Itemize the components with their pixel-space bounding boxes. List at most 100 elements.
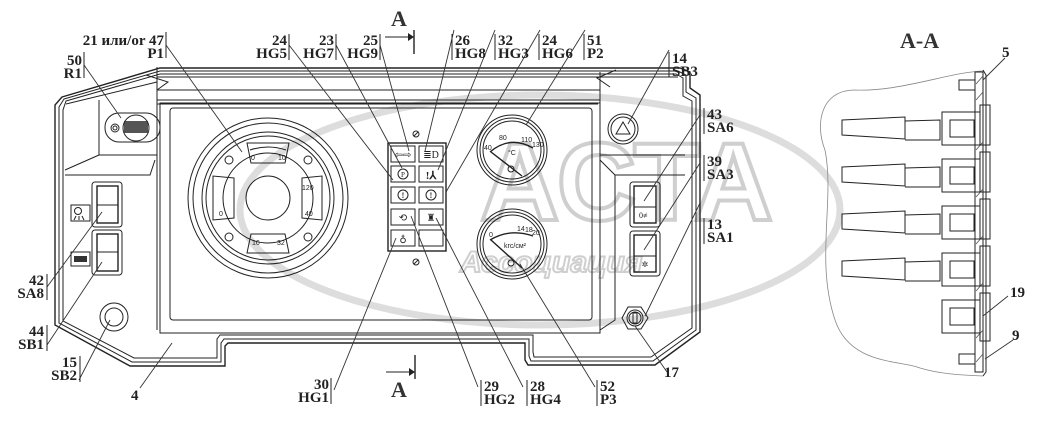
callout-code: HG9 bbox=[347, 46, 378, 62]
callout-code: SB1 bbox=[18, 337, 44, 353]
warning-icon: !⅄ bbox=[426, 170, 438, 182]
callout-code: P2 bbox=[587, 46, 604, 62]
temp-tick-80: 80 bbox=[499, 135, 507, 142]
callout-code: HG8 bbox=[455, 46, 486, 62]
temperature-gauge-p2: 40 80 110 130 °C bbox=[476, 114, 548, 186]
callout-hg5: 24 HG5 bbox=[256, 33, 290, 62]
callout-number: 43 bbox=[707, 107, 722, 123]
callout-number: 29 bbox=[484, 379, 499, 395]
callout-number: 17 bbox=[664, 365, 680, 381]
brake-warning-icon: ! bbox=[402, 191, 405, 200]
callout-hg4: 28 HG4 bbox=[526, 379, 561, 408]
combo-left-min: 0 bbox=[219, 211, 223, 218]
callout-number: 50 bbox=[67, 53, 82, 69]
pressure-unit: kгс/см² bbox=[504, 243, 527, 250]
callout-sa6: 43 SA6 bbox=[703, 107, 734, 136]
callout-code: SA6 bbox=[707, 120, 734, 136]
switch-sa8[interactable] bbox=[91, 181, 123, 228]
callout-number: 44 bbox=[29, 324, 45, 340]
callout-number: 4 bbox=[131, 388, 139, 404]
connector-row bbox=[841, 111, 981, 146]
pressure-gauge-p3: 0 14 18 20 kгс/см² bbox=[476, 208, 548, 280]
section-marker-top: A bbox=[385, 6, 415, 54]
callout-number: 13 bbox=[707, 217, 722, 233]
callout-hg3: 32 HG3 bbox=[494, 33, 529, 62]
callout-4: 4 bbox=[131, 388, 139, 404]
switch-sb1[interactable] bbox=[91, 229, 123, 276]
combo-bottom-min: 16 bbox=[252, 240, 260, 247]
combo-right-min: 40 bbox=[305, 211, 313, 218]
temp-unit: °C bbox=[508, 149, 516, 157]
callout-sb3: 14 SB3 bbox=[668, 51, 698, 80]
callout-sa1: 13 SA1 bbox=[703, 217, 734, 246]
callout-number: 15 bbox=[62, 355, 77, 371]
section-marker-bottom: A bbox=[386, 355, 416, 402]
callout-hg2: 29 HG2 bbox=[480, 379, 515, 408]
headlight-icon bbox=[70, 204, 91, 222]
callout-code: HG2 bbox=[484, 392, 515, 408]
combo-bottom-max: 32 bbox=[277, 240, 285, 247]
connector-row bbox=[841, 158, 981, 193]
callout-number: 24 bbox=[272, 33, 288, 49]
callout-code: HG6 bbox=[542, 46, 573, 62]
combo-right-max: 120 bbox=[302, 185, 314, 192]
callout-number: 32 bbox=[498, 33, 513, 49]
callout-number: 26 bbox=[455, 33, 471, 49]
callout-sa3: 39 SA3 bbox=[703, 154, 734, 183]
switch-sa3[interactable]: ✲ bbox=[629, 230, 661, 277]
callout-hg7: 23 HG7 bbox=[303, 33, 337, 62]
callout-code: SA1 bbox=[707, 230, 734, 246]
fog-light-icon: 0≢ bbox=[639, 211, 651, 220]
callout-code: HG7 bbox=[303, 46, 334, 62]
callout-hg9: 25 HG9 bbox=[347, 33, 381, 62]
pressure-tick-14: 14 bbox=[517, 226, 525, 233]
filter-icon: ♜ bbox=[427, 213, 436, 224]
section-label-top: A bbox=[391, 6, 407, 31]
panel-outline bbox=[54, 67, 701, 367]
battery-icon bbox=[70, 251, 91, 267]
section-callout-5: 5 bbox=[1002, 45, 1010, 61]
section-view-title: A-A bbox=[900, 28, 939, 53]
temp-tick-110: 110 bbox=[521, 137, 532, 144]
callout-code: SB2 bbox=[51, 368, 77, 384]
rheostat-r1[interactable] bbox=[104, 112, 161, 143]
button-sb2[interactable] bbox=[99, 302, 129, 332]
callout-code: R1 bbox=[64, 66, 82, 82]
hazard-button-sb3[interactable] bbox=[607, 113, 639, 145]
switch-sa6[interactable]: 0≢ bbox=[629, 181, 661, 228]
section-view-a-a: A-A bbox=[820, 28, 1025, 377]
leader-lines bbox=[46, 29, 701, 391]
callout-p3: 52 P3 bbox=[596, 379, 617, 408]
callout-code: HG5 bbox=[256, 46, 287, 62]
callout-number: 24 bbox=[542, 33, 558, 49]
high-beam-icon: ≣D bbox=[423, 150, 439, 161]
parking-brake-icon: P bbox=[401, 171, 405, 179]
callout-sb2: 15 SB2 bbox=[51, 355, 81, 384]
callout-code: SA8 bbox=[17, 286, 44, 302]
callout-hg6: 24 HG6 bbox=[538, 33, 573, 62]
combo-top-min: 0 bbox=[251, 155, 255, 162]
pressure-tick-20: 20 bbox=[532, 230, 540, 237]
pressure-tick-0: 0 bbox=[489, 232, 493, 239]
callout-code: SB3 bbox=[672, 64, 698, 80]
warning-lamp-block: ⇦⇨ ≣D P !⅄ ! ! ⟲ ♜ ♁ bbox=[387, 130, 447, 266]
temp-tick-40: 40 bbox=[484, 145, 492, 152]
callout-sa8: 42 SA8 bbox=[17, 273, 48, 302]
callout-number: 39 bbox=[707, 154, 722, 170]
callout-sb1: 44 SB1 bbox=[18, 324, 48, 353]
callout-code: HG1 bbox=[298, 390, 329, 406]
callout-number: 23 bbox=[319, 33, 334, 49]
section-callout-9: 9 bbox=[1012, 328, 1020, 344]
combination-gauge-p1: 0 10 120 40 0 16 32 bbox=[187, 117, 349, 279]
callout-code: SA3 bbox=[707, 167, 734, 183]
callout-hg1: 30 HG1 bbox=[298, 377, 332, 406]
callout-code: P3 bbox=[600, 392, 617, 408]
turn-signal-icon: ⇦⇨ bbox=[395, 150, 412, 161]
callout-code: HG3 bbox=[498, 46, 529, 62]
callout-number: 42 bbox=[29, 273, 44, 289]
callout-17: 17 bbox=[664, 365, 680, 381]
callout-number: 14 bbox=[672, 51, 688, 67]
glow-plug-icon: ♁ bbox=[399, 234, 406, 246]
pressure-tick-18: 18 bbox=[525, 227, 533, 234]
